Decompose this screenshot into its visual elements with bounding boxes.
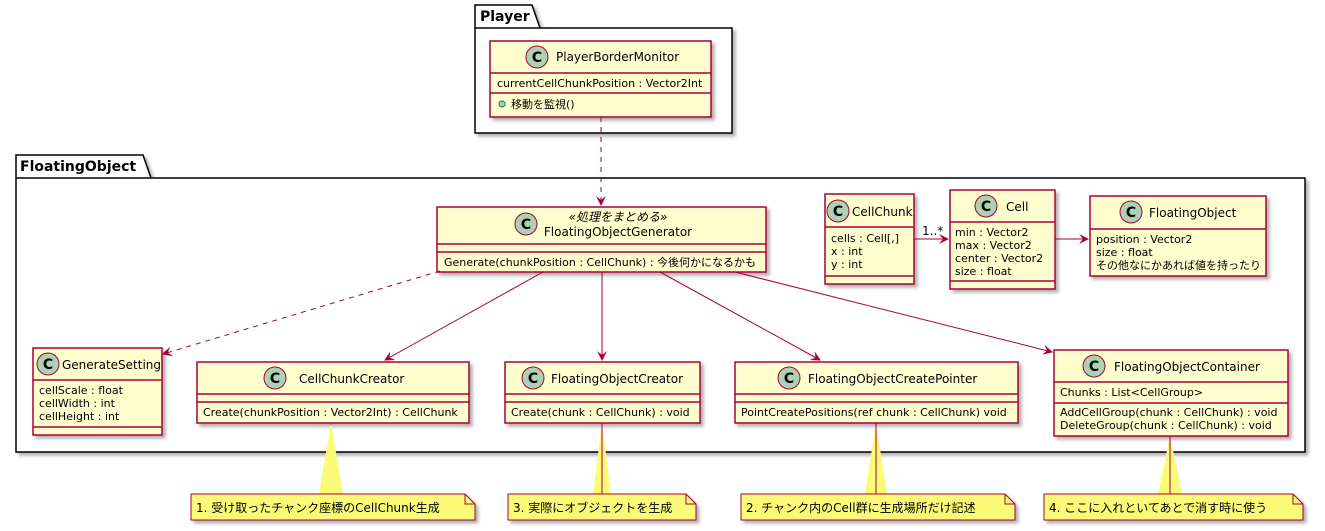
class-name: FloatingObjectCreator: [551, 372, 683, 386]
class-icon-letter: C: [43, 357, 53, 373]
class-floating-object-generator[interactable]: C «処理をまとめる» FloatingObjectGenerator Gene…: [436, 206, 767, 273]
class-icon: [514, 212, 538, 236]
association-generator-to-create-pointer: [659, 271, 821, 361]
dependency-generator-to-setting: [162, 270, 441, 357]
note-4: 4. ここに入れといてあとで消す時に使う: [1043, 436, 1304, 521]
field: center : Vector2: [955, 252, 1043, 265]
note-text: 1. 受け取ったチャンク座標のCellChunk生成: [196, 500, 440, 515]
method: PointCreatePositions(ref chunk : CellChu…: [741, 406, 1007, 419]
class-icon-letter: C: [1089, 359, 1099, 375]
class-name: FloatingObject: [1149, 206, 1237, 220]
class-name: FloatingObjectCreatePointer: [808, 372, 977, 386]
class-stereotype: «処理をまとめる»: [569, 210, 668, 224]
public-method-icon: [498, 100, 506, 108]
note-3: 3. 実際にオブジェクトを生成: [507, 423, 697, 521]
class-icon-letter: C: [521, 217, 531, 233]
field: cellHeight : int: [39, 410, 120, 423]
field: Chunks : List<CellGroup>: [1060, 386, 1203, 399]
class-icon-letter: C: [784, 371, 794, 387]
class-icon-letter: C: [1126, 205, 1136, 221]
note-text: 2. チャンク内のCell群に生成場所だけ記述: [746, 500, 976, 515]
field: size : float: [1096, 246, 1153, 259]
class-name: Cell: [1006, 200, 1028, 214]
class-name: GenerateSetting: [62, 358, 161, 372]
class-icon: [826, 199, 850, 223]
class-icon: [36, 352, 60, 376]
class-icon: [777, 366, 801, 390]
package-player-title: Player: [480, 9, 530, 25]
class-icon-letter: C: [270, 371, 280, 387]
field: cells : Cell[,]: [831, 232, 899, 245]
class-icon-letter: C: [528, 371, 538, 387]
class-floating-object-container[interactable]: C FloatingObjectContainer Chunks : List<…: [1053, 349, 1289, 437]
field: y : int: [831, 258, 863, 271]
method: AddCellGroup(chunk : CellChunk) : void: [1060, 406, 1277, 419]
field: position : Vector2: [1096, 233, 1192, 246]
field: cellWidth : int: [39, 397, 116, 410]
class-icon: [525, 45, 549, 69]
method: Generate(chunkPosition : CellChunk) : 今後…: [444, 255, 756, 269]
class-name: FloatingObjectGenerator: [544, 225, 692, 239]
field: size : float: [955, 265, 1012, 278]
field: max : Vector2: [955, 239, 1032, 252]
field: その他なにかあれば値を持ったり: [1096, 258, 1261, 272]
class-icon: [1119, 200, 1143, 224]
class-icon-letter: C: [981, 199, 991, 215]
class-icon: [974, 194, 998, 218]
class-name: CellChunkCreator: [299, 372, 404, 386]
class-icon: [263, 366, 287, 390]
class-floating-object-create-pointer[interactable]: C FloatingObjectCreatePointer PointCreat…: [734, 361, 1019, 424]
association-generator-to-chunk-creator: [384, 271, 544, 361]
class-icon-letter: C: [532, 50, 542, 66]
class-icon: [1082, 354, 1106, 378]
class-floating-object[interactable]: C FloatingObject position : Vector2 size…: [1089, 195, 1267, 277]
class-cell-chunk-creator[interactable]: C CellChunkCreator Create(chunkPosition …: [196, 361, 470, 424]
field: x : int: [831, 245, 863, 258]
method: DeleteGroup(chunk : CellChunk) : void: [1060, 419, 1272, 432]
relationships: 1..*: [162, 117, 1089, 361]
method: Create(chunkPosition : Vector2Int) : Cel…: [203, 406, 458, 419]
note-2: 2. チャンク内のCell群に生成場所だけ記述: [740, 423, 1016, 521]
class-cell-chunk[interactable]: C CellChunk cells : Cell[,] x : int y : …: [824, 193, 915, 285]
class-icon-letter: C: [833, 204, 843, 220]
note-1: 1. 受け取ったチャンク座標のCellChunk生成: [190, 423, 476, 521]
class-icon: [521, 366, 545, 390]
method: Create(chunk : CellChunk) : void: [511, 406, 690, 419]
class-floating-object-creator[interactable]: C FloatingObjectCreator Create(chunk : C…: [504, 361, 701, 424]
field: currentCellChunkPosition : Vector2Int: [497, 77, 703, 90]
class-name: FloatingObjectContainer: [1114, 360, 1260, 374]
class-cell[interactable]: C Cell min : Vector2 max : Vector2 cente…: [949, 189, 1056, 290]
note-text: 3. 実際にオブジェクトを生成: [513, 500, 672, 515]
method: 移動を監視(): [511, 97, 575, 111]
association-generator-to-container: [734, 271, 1053, 355]
class-player-border-monitor[interactable]: C PlayerBorderMonitor currentCellChunkPo…: [489, 40, 712, 118]
field: min : Vector2: [955, 226, 1029, 239]
class-name: CellChunk: [852, 205, 913, 219]
class-generate-setting[interactable]: C GenerateSetting cellScale : float cell…: [32, 347, 163, 436]
note-text: 4. ここに入れといてあとで消す時に使う: [1049, 500, 1267, 515]
multiplicity-label: 1..*: [922, 224, 943, 238]
class-name: PlayerBorderMonitor: [556, 50, 679, 64]
package-floating-object-title: FloatingObject: [20, 159, 136, 175]
field: cellScale : float: [39, 384, 124, 397]
